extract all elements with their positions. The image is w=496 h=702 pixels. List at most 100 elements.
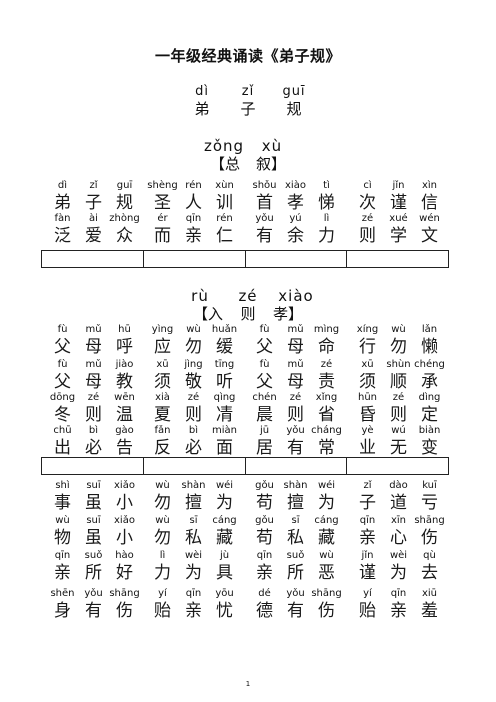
pinyin-syllable: tì (323, 180, 330, 191)
section-title-part: 【入 (192, 305, 223, 323)
hanzi-char: 谨 (390, 193, 407, 213)
section-title-part: 则 (240, 305, 256, 323)
writing-grid (41, 250, 449, 268)
pinyin-syllable: tīng (214, 359, 235, 370)
hanzi-char: 规 (116, 193, 133, 213)
hanzi-char: 敬 (185, 372, 202, 392)
pinyin-syllable: wéi (317, 480, 336, 491)
pinyin-syllable: xué (389, 213, 408, 224)
hanzi-char: 命 (318, 337, 335, 357)
hanzi-char: 虽 (85, 528, 102, 548)
pinyin-syllable: xū (156, 359, 169, 370)
hanzi-char: 训 (216, 193, 233, 213)
pinyin-syllable: xìn (421, 180, 438, 191)
pinyin-syllable: yǒu (286, 588, 305, 599)
pinyin-syllable: xiǎo (114, 515, 135, 526)
pinyin-syllable: gǒu (255, 515, 274, 526)
hanzi-char: 父 (54, 372, 71, 392)
pinyin-syllable: xīn (390, 515, 407, 526)
hanzi-char: 呼 (116, 337, 133, 357)
pinyin-syllable: biàn (418, 425, 441, 436)
hanzi-char: 伤 (318, 601, 335, 621)
pinyin-syllable: yí (158, 588, 167, 599)
hanzi-char: 行 (359, 337, 376, 357)
pinyin-syllable: xiào (278, 287, 314, 305)
hanzi-char: 泛 (54, 226, 71, 246)
hanzi-char: 为 (318, 493, 335, 513)
pinyin-syllable: yǒu (286, 425, 305, 436)
hanzi-char: 勿 (390, 337, 407, 357)
pinyin-syllable: wú (391, 425, 406, 436)
pinyin-syllable: zǐ (241, 84, 255, 99)
pinyin-syllable: qīn (54, 550, 71, 561)
pinyin-syllable: dìng (418, 392, 441, 403)
hanzi-char: 忧 (216, 601, 233, 621)
pinyin-syllable: xiū (421, 588, 438, 599)
pinyin-syllable: hào (115, 550, 134, 561)
hanzi-char: 好 (116, 563, 133, 583)
hanzi-char: 亲 (185, 226, 202, 246)
hanzi-char: 身 (54, 601, 71, 621)
pinyin-syllable: qù (423, 550, 436, 561)
pinyin-syllable: rén (185, 180, 202, 191)
hanzi-char: 昏 (359, 405, 376, 425)
pinyin-syllable: kuī (422, 480, 437, 491)
pinyin-syllable: guī (116, 180, 133, 191)
hanzi-char: 亲 (185, 601, 202, 621)
pinyin-syllable: wù (186, 324, 201, 335)
hanzi-char: 反 (154, 438, 171, 458)
hanzi-char: 亲 (54, 563, 71, 583)
pinyin-syllable: xíng (356, 324, 379, 335)
hanzi-char: 母 (287, 337, 304, 357)
hanzi-char: 苟 (256, 493, 273, 513)
pinyin-syllable: jiào (115, 359, 134, 370)
hanzi-char: 规 (286, 100, 302, 118)
pinyin-syllable: mǔ (287, 359, 304, 370)
hanzi-char: 具 (216, 563, 233, 583)
hanzi-char: 力 (154, 563, 171, 583)
